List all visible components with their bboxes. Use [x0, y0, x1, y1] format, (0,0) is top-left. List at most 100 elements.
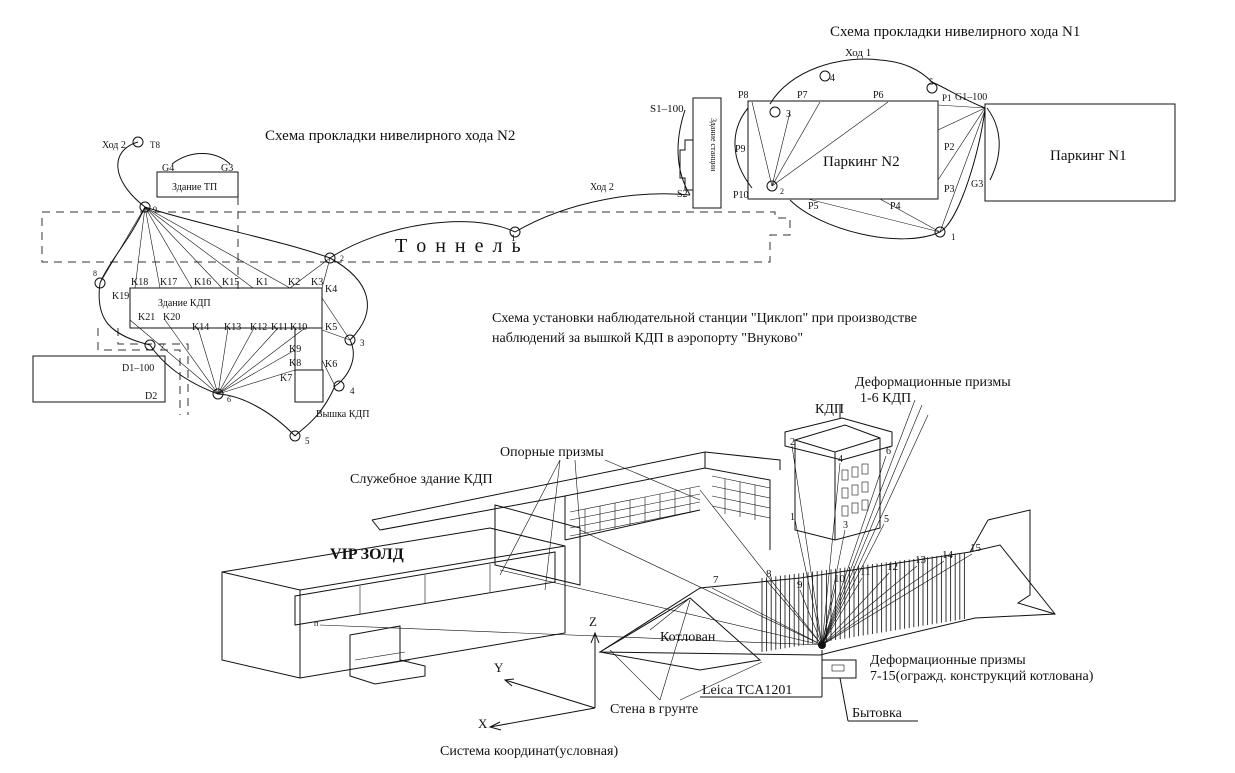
coordinate-system: Z X Y Система координат(условная): [440, 614, 618, 759]
point-p8: P8: [738, 90, 749, 101]
point-p3: P3: [944, 184, 955, 195]
scheme-n1: Схема прокладки нивелирного хода N1 Парк…: [650, 24, 1176, 242]
mark-k15: K15: [222, 277, 239, 288]
scheme-n1-title: Схема прокладки нивелирного хода N1: [830, 24, 1080, 40]
n1-station-1: 1: [951, 232, 956, 242]
point-t8: T8: [150, 140, 160, 150]
station-building-label: Здание станции: [709, 118, 718, 172]
coord-system-label: Система координат(условная): [440, 744, 618, 759]
point-s1: S1–100: [650, 103, 684, 115]
deform-prisms-1-label: Деформационные призмы: [855, 375, 1011, 390]
tower-prism-6: 6: [886, 446, 891, 457]
scheme-n2-title: Схема прокладки нивелирного хода N2: [265, 128, 515, 144]
mark-k14: K14: [192, 322, 209, 333]
mark-k13: K13: [224, 322, 241, 333]
cabin-box: [821, 659, 857, 679]
point-d1: D1–100: [122, 363, 154, 374]
vip-building: [221, 527, 566, 679]
mark-k16: K16: [194, 277, 211, 288]
point-d2: D2: [145, 391, 157, 402]
parking-n2-outline: [747, 100, 939, 200]
tower-prism-2: 2: [790, 437, 795, 448]
wall-prism-11: 11: [860, 566, 871, 578]
wall-prism-15: 15: [970, 542, 982, 554]
tunnel-outline: [41, 211, 791, 263]
kdp-tower: [794, 424, 881, 541]
n2-station-8: 8: [93, 269, 97, 278]
scheme-n2: Схема прокладки нивелирного хода N2 Т о …: [32, 128, 791, 446]
deform-prisms-2-label: Деформационные призмы: [870, 653, 1026, 668]
kdp-tower-label: Вышка КДП: [316, 409, 369, 420]
deform-prisms-1b-label: 1-6 КДП: [860, 391, 911, 406]
isometric-scene: VIP ЗОЛД п КДП Котлован 2 4 6: [221, 375, 1094, 759]
axis-x-label: X: [478, 716, 488, 731]
kdp-building: [129, 287, 323, 329]
mark-k19: K19: [112, 291, 129, 302]
point-g3-n1: G3: [971, 179, 983, 190]
n1-station-4: 4: [830, 73, 835, 84]
n2-station-5: 5: [305, 436, 310, 446]
tower-prism-4: 4: [838, 454, 843, 465]
mark-k5: K5: [325, 322, 337, 333]
pit-outline: [598, 544, 1056, 656]
wall-prism-9: 9: [797, 579, 803, 591]
mark-k20: K20: [163, 312, 180, 323]
point-p6: P6: [873, 90, 884, 101]
point-p9: P9: [735, 144, 746, 155]
point-p7: P7: [797, 90, 808, 101]
n2-station-7: 7: [160, 342, 165, 352]
tower-prism-5: 5: [884, 514, 889, 525]
kdp-label: КДП: [815, 402, 844, 417]
mark-k8: K8: [289, 358, 301, 369]
reference-prisms-label: Опорные призмы: [500, 445, 604, 460]
course2-label-right: Ход 2: [590, 182, 614, 193]
mark-k1: K1: [256, 277, 268, 288]
n2-station-9: 9: [153, 205, 157, 214]
wall-label: Стена в грунте: [610, 702, 698, 717]
tp-building-label: Здание ТП: [172, 182, 217, 193]
course2-label-left: Ход 2: [102, 140, 126, 151]
service-building-label: Служебное здание КДП: [350, 472, 493, 487]
mark-k17: K17: [160, 277, 177, 288]
course1-label: Ход 1: [845, 47, 871, 59]
mark-k11: K11: [271, 322, 288, 333]
kdp-building-label: Здание КДП: [158, 298, 211, 309]
n2-station-6: 6: [227, 395, 231, 404]
vip-prism-label: п: [314, 619, 319, 628]
n1-station-5: 5: [929, 77, 934, 87]
mark-k9: K9: [289, 344, 301, 355]
mark-k3: K3: [311, 277, 323, 288]
caption-line-2: наблюдений за вышкой КДП в аэропорту "Вн…: [492, 331, 803, 346]
observation-caption: Схема установки наблюдательной станции "…: [492, 311, 917, 346]
mark-k4: K4: [325, 284, 337, 295]
axis-z-label: Z: [589, 614, 597, 629]
cabin-label: Бытовка: [852, 706, 903, 721]
point-p10: P10: [733, 190, 749, 201]
n2-station-1: 1: [511, 233, 516, 243]
n1-station-3: 3: [786, 109, 791, 120]
parking-n1-outline: [984, 103, 1176, 202]
parking-n1-label: Паркинг N1: [1050, 148, 1127, 164]
wall-prism-8: 8: [766, 568, 772, 580]
point-g3-n2: G3: [221, 163, 233, 174]
wall-prism-14: 14: [942, 549, 954, 561]
point-g1: G1–100: [955, 92, 987, 103]
mark-k6: K6: [325, 359, 337, 370]
tower-prism-1: 1: [790, 512, 795, 523]
parking-n2-label: Паркинг N2: [823, 154, 900, 170]
vip-label: VIP ЗОЛД: [330, 546, 404, 563]
point-p4: P4: [890, 201, 901, 212]
kdp-tower-box: [294, 369, 324, 403]
caption-line-1: Схема установки наблюдательной станции "…: [492, 311, 917, 326]
wall-prism-13: 13: [915, 554, 927, 566]
n2-station-2: 2: [340, 254, 344, 263]
wall-prism-12: 12: [887, 561, 898, 573]
station-building-outline: [692, 97, 722, 209]
point-p2: P2: [944, 142, 955, 153]
instrument-label: Leica TCA1201: [702, 683, 792, 698]
wall-prism-7: 7: [713, 574, 719, 586]
mark-k2: K2: [288, 277, 300, 288]
mark-k12: K12: [250, 322, 267, 333]
point-p1: P1: [942, 93, 952, 103]
